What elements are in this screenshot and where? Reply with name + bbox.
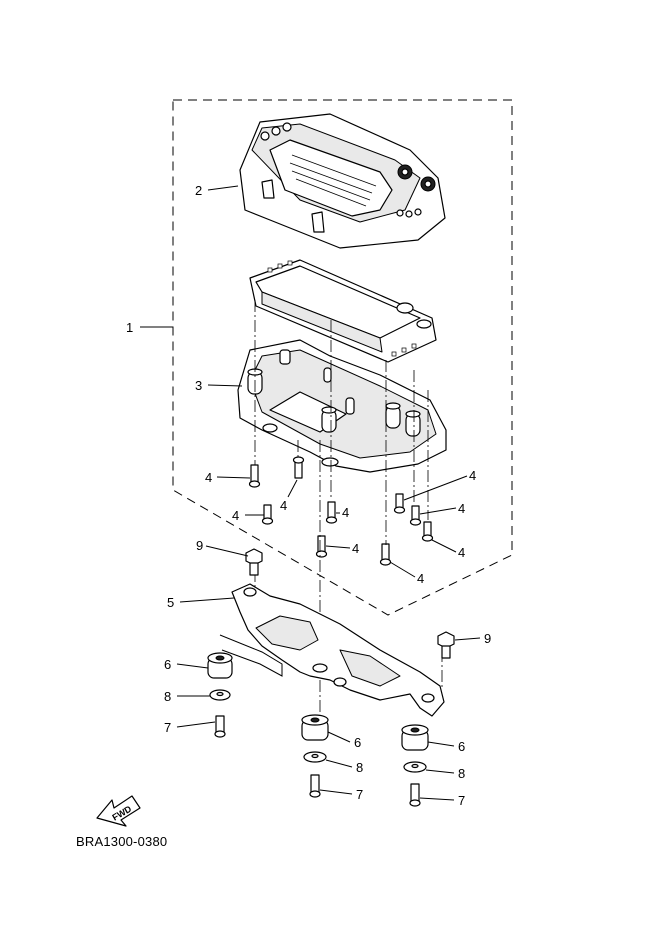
damper-set-right [401, 724, 429, 807]
callout-6: 6 [458, 739, 465, 754]
damper-set-left [207, 652, 233, 738]
callout-6: 6 [354, 735, 361, 750]
part-5-bracket [219, 583, 445, 717]
callout-3: 3 [195, 378, 202, 393]
callout-4: 4 [469, 468, 476, 483]
part-3-lower-case [237, 339, 447, 473]
fwd-arrow-icon: FWD [96, 795, 141, 827]
callout-4: 4 [352, 541, 359, 556]
callout-8: 8 [164, 689, 171, 704]
part-9-bolt-left [245, 548, 263, 576]
screw-4h [421, 521, 434, 542]
screw-4a [248, 464, 261, 488]
assembly-outline [172, 99, 513, 616]
callout-4: 4 [232, 508, 239, 523]
callout-4: 4 [458, 501, 465, 516]
callout-4: 4 [417, 571, 424, 586]
callout-8: 8 [356, 760, 363, 775]
callout-4: 4 [342, 505, 349, 520]
screw-4g [409, 505, 422, 526]
meter-unit-board [249, 259, 437, 363]
screw-4i [379, 543, 392, 566]
leader-lines [140, 185, 481, 801]
screw-4e [315, 535, 328, 558]
diagram-code: BRA1300-0380 [76, 834, 168, 849]
screw-4b [292, 456, 305, 479]
damper-set-center [301, 714, 329, 798]
callout-6: 6 [164, 657, 171, 672]
screw-4d [325, 501, 338, 524]
callout-7: 7 [458, 793, 465, 808]
callout-2: 2 [195, 183, 202, 198]
part-9-bolt-right [437, 631, 455, 659]
callout-7: 7 [356, 787, 363, 802]
part-2-meter-cover [239, 113, 446, 249]
screw-4f [393, 493, 406, 514]
callout-7: 7 [164, 720, 171, 735]
callout-9: 9 [196, 538, 203, 553]
callout-8: 8 [458, 766, 465, 781]
callout-4: 4 [280, 498, 287, 513]
screw-4c [261, 504, 274, 525]
part-4-screws [248, 456, 434, 566]
callout-labels: 1 2 3 4 4 4 4 4 4 4 4 4 5 6 6 6 7 7 7 8 … [126, 183, 491, 808]
callout-1: 1 [126, 320, 133, 335]
callout-5: 5 [167, 595, 174, 610]
callout-9: 9 [484, 631, 491, 646]
callout-4: 4 [205, 470, 212, 485]
callout-4: 4 [458, 545, 465, 560]
